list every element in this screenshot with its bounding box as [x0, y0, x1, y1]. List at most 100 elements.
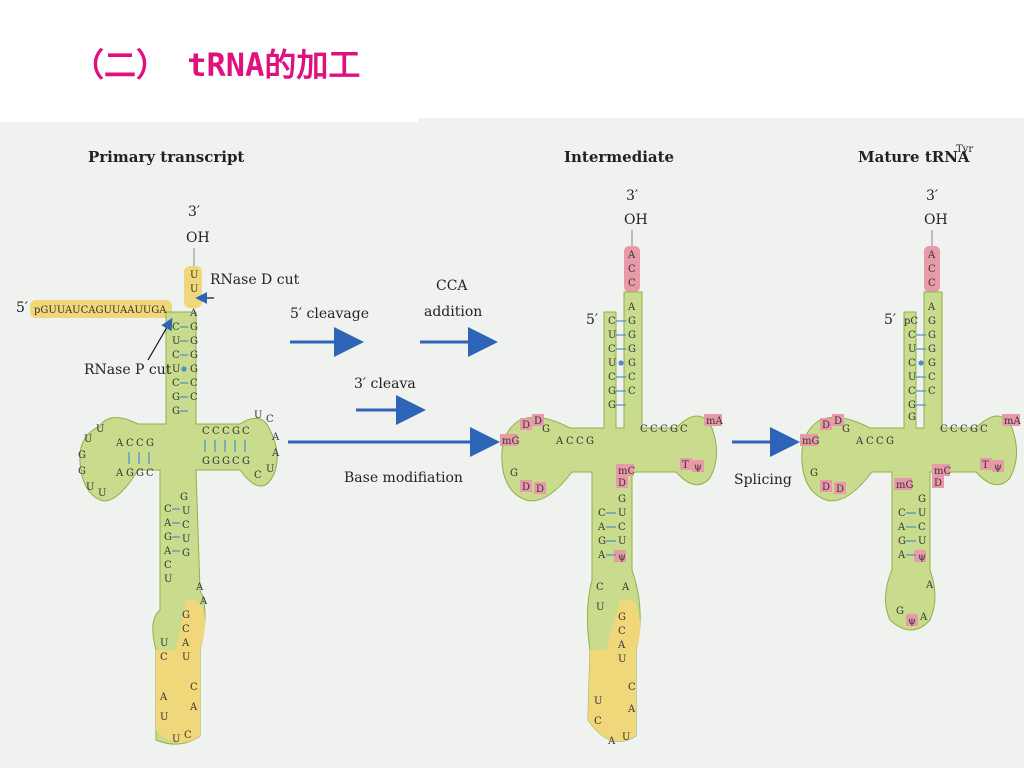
- intermediate-t-arm: C C C G C: [640, 424, 688, 435]
- nt: C: [866, 436, 874, 447]
- nt: ψ: [908, 616, 916, 627]
- nt: U: [190, 270, 198, 281]
- nt: G: [896, 606, 904, 617]
- mature-d-mods: D D G mG G D D: [800, 414, 850, 495]
- mature-anticodon-right: G U C U ψ A: [914, 494, 934, 591]
- nt: C: [172, 322, 180, 333]
- nt: U: [608, 330, 616, 341]
- nt: U: [182, 652, 190, 663]
- nt: C: [980, 424, 988, 435]
- nt: G: [628, 344, 636, 355]
- nt: C: [876, 436, 884, 447]
- nt: A: [555, 436, 564, 447]
- nt: U: [182, 534, 190, 545]
- nt: G: [182, 548, 190, 559]
- primary-intron: G C A U C A C U U A C U: [159, 610, 198, 745]
- nt: U: [618, 536, 626, 547]
- nt: G: [78, 466, 86, 477]
- primary-5prime: 5′: [16, 300, 28, 316]
- intermediate-cca-bg: [624, 246, 640, 292]
- nt: A: [163, 518, 172, 529]
- nt: A: [627, 704, 636, 715]
- nt: A: [597, 550, 606, 561]
- nt: C: [164, 560, 172, 571]
- nt: U: [594, 696, 602, 707]
- nt: C: [950, 424, 958, 435]
- nt: C: [596, 582, 604, 593]
- nt: C: [172, 350, 180, 361]
- nt: mG: [802, 436, 819, 447]
- nt: U: [98, 488, 106, 499]
- nt: C: [898, 508, 906, 519]
- nt: G: [78, 450, 86, 461]
- mature-t-mods: mA T ψ mC D: [932, 414, 1021, 489]
- nt: G: [180, 492, 188, 503]
- nt: mC: [934, 466, 951, 477]
- nt: G: [202, 456, 210, 467]
- nt: A: [897, 522, 906, 533]
- nt: U: [618, 508, 626, 519]
- nt: G: [608, 386, 616, 397]
- intermediate-d-arm: A C C G: [555, 436, 594, 447]
- nt: G: [918, 494, 926, 505]
- nt: G: [126, 468, 134, 479]
- nt: C: [908, 358, 916, 369]
- nt: D: [934, 478, 942, 489]
- intermediate-acceptor-right: A G G G G C C: [627, 302, 636, 397]
- nt: G: [628, 358, 636, 369]
- nt: G: [898, 536, 906, 547]
- nt: D: [534, 416, 542, 427]
- primary-acceptor-left: C U C U C G G: [172, 322, 180, 417]
- nt: A: [181, 638, 190, 649]
- intermediate-trna: Intermediate 3′ OH 5′ A C C C U C U C G …: [500, 148, 723, 747]
- intermediate-d-mods: D D G mG G D D: [500, 414, 550, 495]
- nt: G: [928, 344, 936, 355]
- mature-heading-superscript: Tyr: [956, 144, 973, 155]
- nt: C: [222, 426, 230, 437]
- nt: G: [242, 456, 250, 467]
- nt: G: [928, 330, 936, 341]
- primary-acceptor-pairs: [180, 326, 188, 412]
- intermediate-heading: Intermediate: [564, 148, 674, 166]
- nt: U: [172, 364, 180, 375]
- nt: C: [660, 424, 668, 435]
- nt: C: [608, 344, 616, 355]
- nt: G: [190, 364, 198, 375]
- primary-tail: U U: [190, 270, 198, 295]
- nt: U: [190, 284, 198, 295]
- intermediate-cca: A C C: [627, 250, 636, 289]
- nt: G: [908, 400, 916, 411]
- nt: G: [222, 456, 230, 467]
- nt: ψ: [994, 462, 1002, 473]
- nt: G: [608, 400, 616, 411]
- mature-trna: Mature tRNA Tyr 3′ OH 5′ pC A C C C U C …: [800, 144, 1021, 631]
- intermediate-acceptor-pairs: [616, 320, 626, 406]
- nt: A: [927, 250, 936, 261]
- nt: U: [86, 482, 94, 493]
- mature-anticodon-pairs: [906, 512, 916, 556]
- leader-sequence: pGUUAUCAGUUAAUUGA: [34, 305, 167, 316]
- nt: U: [908, 344, 916, 355]
- nt: U: [172, 734, 180, 745]
- nt: U: [172, 336, 180, 347]
- nt: G: [510, 468, 518, 479]
- nt: A: [607, 736, 616, 747]
- nt: G: [172, 392, 180, 403]
- intermediate-intron: G C A U C A U A C U: [594, 612, 636, 747]
- nt: D: [522, 420, 530, 431]
- primary-heading: Primary transcript: [88, 148, 244, 166]
- nt: A: [199, 596, 208, 607]
- nt: G: [670, 424, 678, 435]
- primary-transcript: Primary transcript 3′ OH 5′ pGUUAUCAGUUA…: [16, 148, 300, 745]
- nt: A: [627, 250, 636, 261]
- nt: U: [84, 434, 92, 445]
- nt: D: [522, 482, 530, 493]
- nt: C: [164, 504, 172, 515]
- nt: G: [542, 424, 550, 435]
- nt: G: [182, 610, 190, 621]
- nt: C: [650, 424, 658, 435]
- mature-t-arm: C C C G C: [940, 424, 988, 435]
- nt: U: [96, 424, 104, 435]
- nt: G: [164, 532, 172, 543]
